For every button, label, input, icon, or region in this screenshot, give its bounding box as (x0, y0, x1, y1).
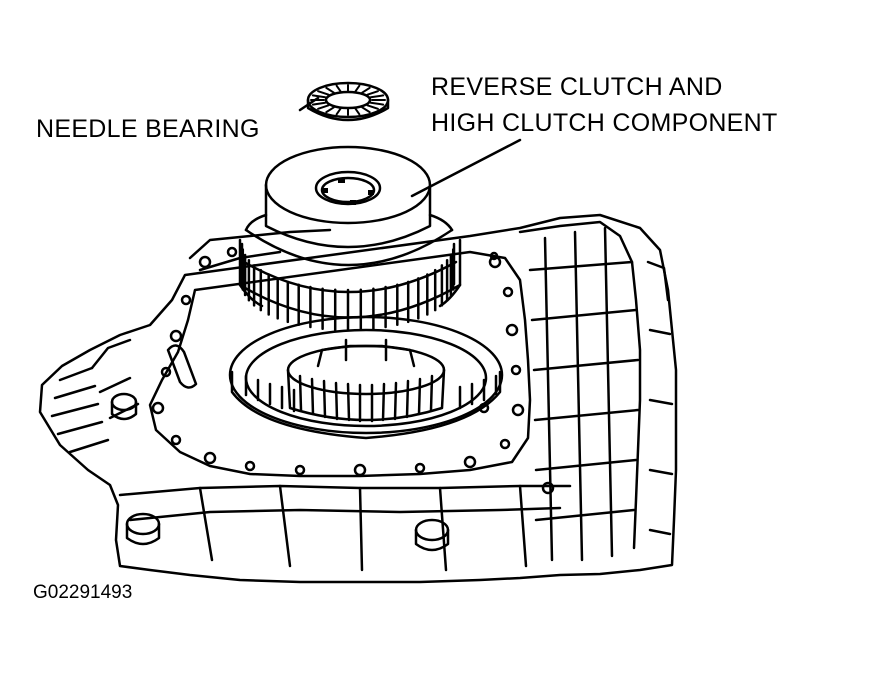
needle-rollers (310, 84, 386, 116)
needle-roller (317, 104, 330, 110)
needle-roller (335, 107, 342, 116)
needle-roller (366, 104, 379, 110)
needle-bearing-part (306, 81, 390, 122)
figure-id: G02291493 (33, 582, 133, 603)
needle-roller (325, 86, 335, 94)
needle-roller (354, 84, 361, 93)
needle-roller (361, 86, 371, 94)
clutch-component-leader (410, 138, 522, 198)
needle-roller (366, 90, 379, 96)
needle-bearing-label: NEEDLE BEARING (36, 115, 260, 143)
reverse-high-clutch-drum (238, 145, 462, 332)
needle-roller (369, 101, 385, 106)
needle-roller (369, 94, 385, 99)
needle-roller (335, 84, 342, 93)
clutch-component-label-line2: HIGH CLUTCH COMPONENT (431, 109, 778, 137)
needle-roller (311, 101, 327, 106)
clutch-drum-teeth (240, 242, 456, 332)
transaxle-case (38, 213, 678, 584)
needle-roller (361, 106, 371, 114)
needle-roller (354, 107, 361, 116)
needle-roller (317, 90, 330, 96)
needle-roller (325, 106, 335, 114)
needle-bearing-leader (298, 96, 320, 112)
needle-roller (311, 94, 327, 99)
clutch-component-label-line1: REVERSE CLUTCH AND (431, 73, 723, 101)
inner-spline-drum (286, 338, 446, 423)
